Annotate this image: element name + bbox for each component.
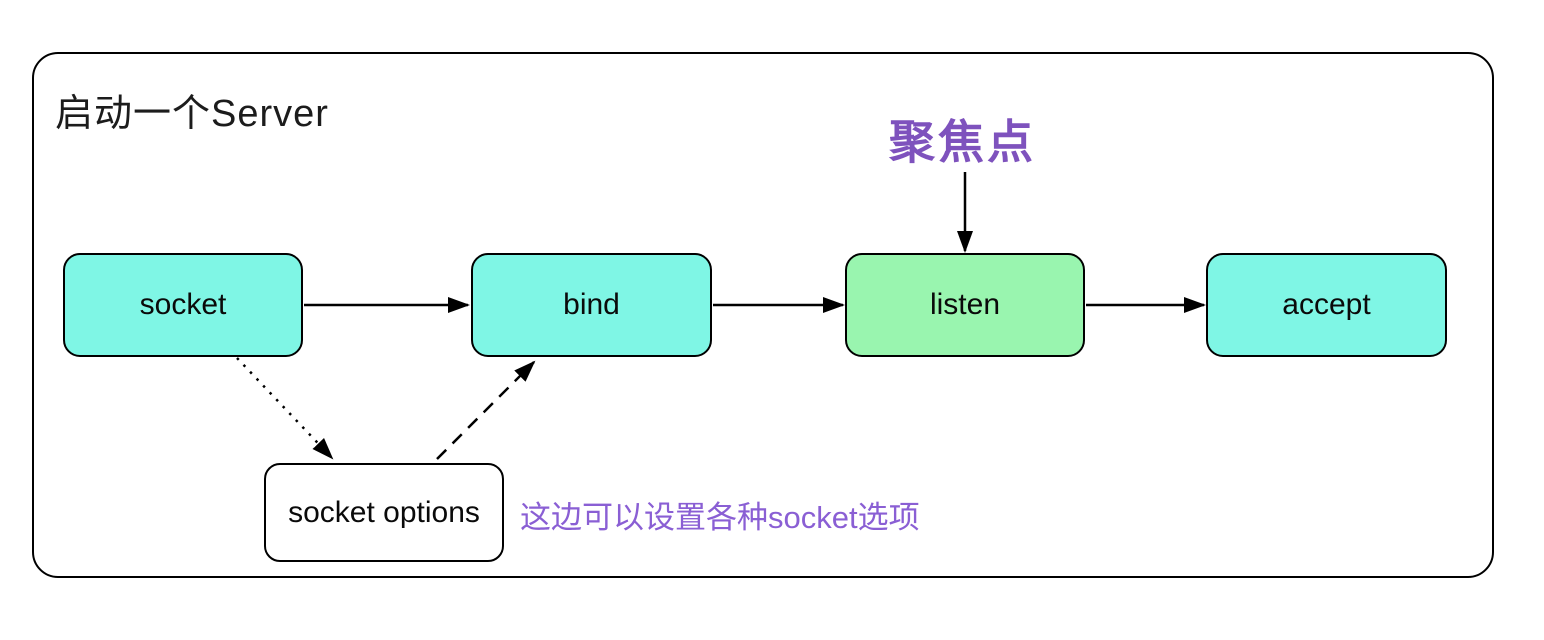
focus-point-label: 聚焦点 (889, 116, 1036, 168)
diagram-frame (32, 52, 1494, 578)
node-listen-label: listen (929, 288, 1001, 321)
node-accept: accept (1206, 253, 1447, 357)
node-socket-label: socket (139, 288, 227, 321)
node-socket-options-label: socket options (288, 495, 480, 529)
node-bind: bind (471, 253, 712, 357)
node-accept-label: accept (1282, 288, 1371, 321)
diagram-title: 启动一个Server (55, 93, 329, 135)
socket-options-note: 这边可以设置各种socket选项 (520, 500, 920, 535)
node-bind-label: bind (563, 288, 620, 321)
node-socket: socket (63, 253, 303, 357)
node-listen: listen (845, 253, 1085, 357)
node-socket-options: socket options (264, 463, 504, 562)
